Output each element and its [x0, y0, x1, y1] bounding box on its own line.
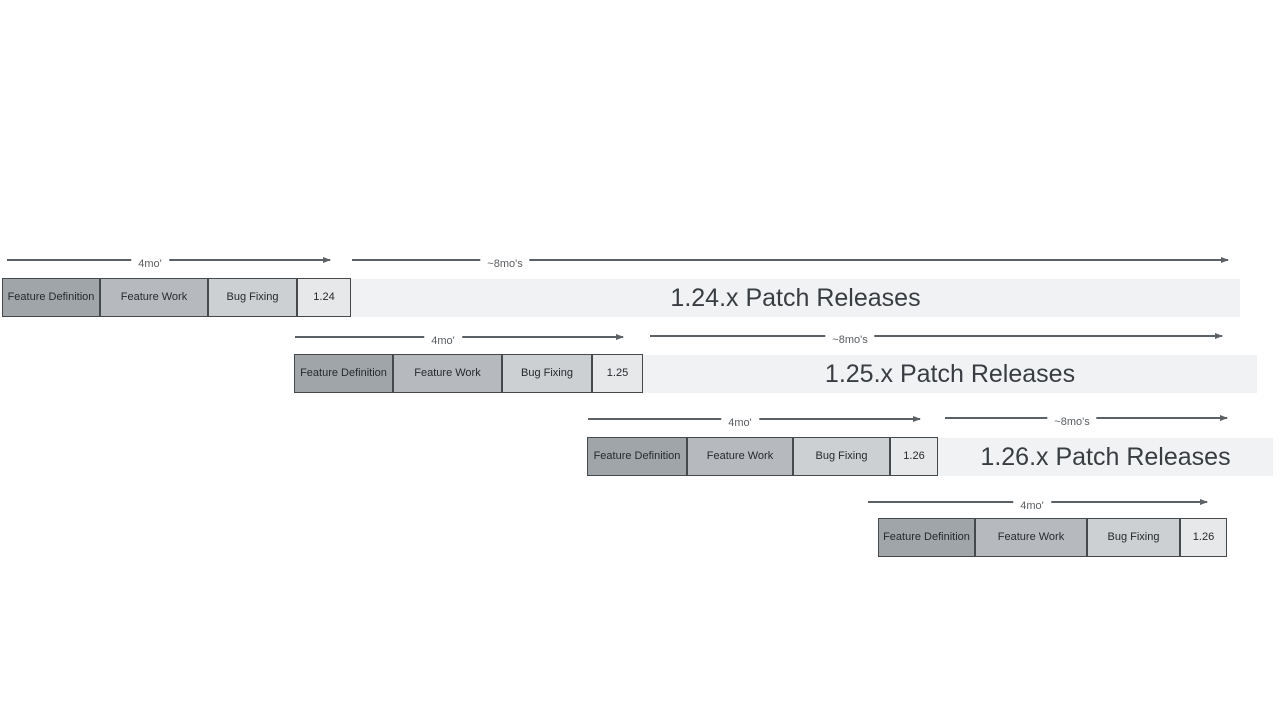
dev-duration-label: 4mo': [1013, 499, 1051, 514]
dev-duration-label: 4mo': [721, 416, 759, 431]
phase-box-feature-work: Feature Work: [393, 354, 502, 393]
patch-release-bar: 1.25.x Patch Releases: [643, 355, 1257, 393]
dev-duration-arrow: 4mo': [295, 333, 624, 349]
patch-duration-label: ~8mo's: [825, 333, 875, 348]
dev-duration-label: 4mo': [131, 257, 169, 272]
dev-duration-arrow: 4mo': [868, 498, 1208, 514]
phase-box-feature-work: Feature Work: [687, 437, 793, 476]
patch-duration-arrow: ~8mo's: [650, 332, 1223, 348]
patch-duration-label: ~8mo's: [1047, 415, 1097, 430]
patch-duration-arrow: ~8mo's: [352, 256, 1229, 272]
dev-duration-label: 4mo': [424, 334, 462, 349]
phase-box-bug-fixing: Bug Fixing: [1087, 518, 1180, 557]
patch-release-bar: 1.24.x Patch Releases: [351, 279, 1240, 317]
phase-box-feature-definition: Feature Definition: [294, 354, 393, 393]
phase-box-feature-definition: Feature Definition: [587, 437, 687, 476]
patch-duration-label: ~8mo's: [480, 257, 530, 272]
version-box: 1.24: [297, 278, 351, 317]
arrowhead-icon: [323, 256, 331, 263]
phase-box-feature-work: Feature Work: [100, 278, 208, 317]
arrowhead-icon: [616, 333, 624, 340]
arrowhead-icon: [1221, 256, 1229, 263]
phase-box-feature-work: Feature Work: [975, 518, 1087, 557]
version-box: 1.25: [592, 354, 643, 393]
dev-duration-arrow: 4mo': [7, 256, 331, 272]
phase-box-feature-definition: Feature Definition: [878, 518, 975, 557]
phase-box-bug-fixing: Bug Fixing: [502, 354, 592, 393]
phase-box-bug-fixing: Bug Fixing: [208, 278, 297, 317]
version-box: 1.26: [1180, 518, 1227, 557]
arrowhead-icon: [1220, 414, 1228, 421]
phase-box-feature-definition: Feature Definition: [2, 278, 100, 317]
version-box: 1.26: [890, 437, 938, 476]
phase-box-bug-fixing: Bug Fixing: [793, 437, 890, 476]
patch-release-bar: 1.26.x Patch Releases: [938, 438, 1273, 476]
arrowhead-icon: [913, 415, 921, 422]
arrowhead-icon: [1215, 332, 1223, 339]
arrowhead-icon: [1200, 498, 1208, 505]
dev-duration-arrow: 4mo': [588, 415, 921, 431]
patch-duration-arrow: ~8mo's: [945, 414, 1228, 430]
